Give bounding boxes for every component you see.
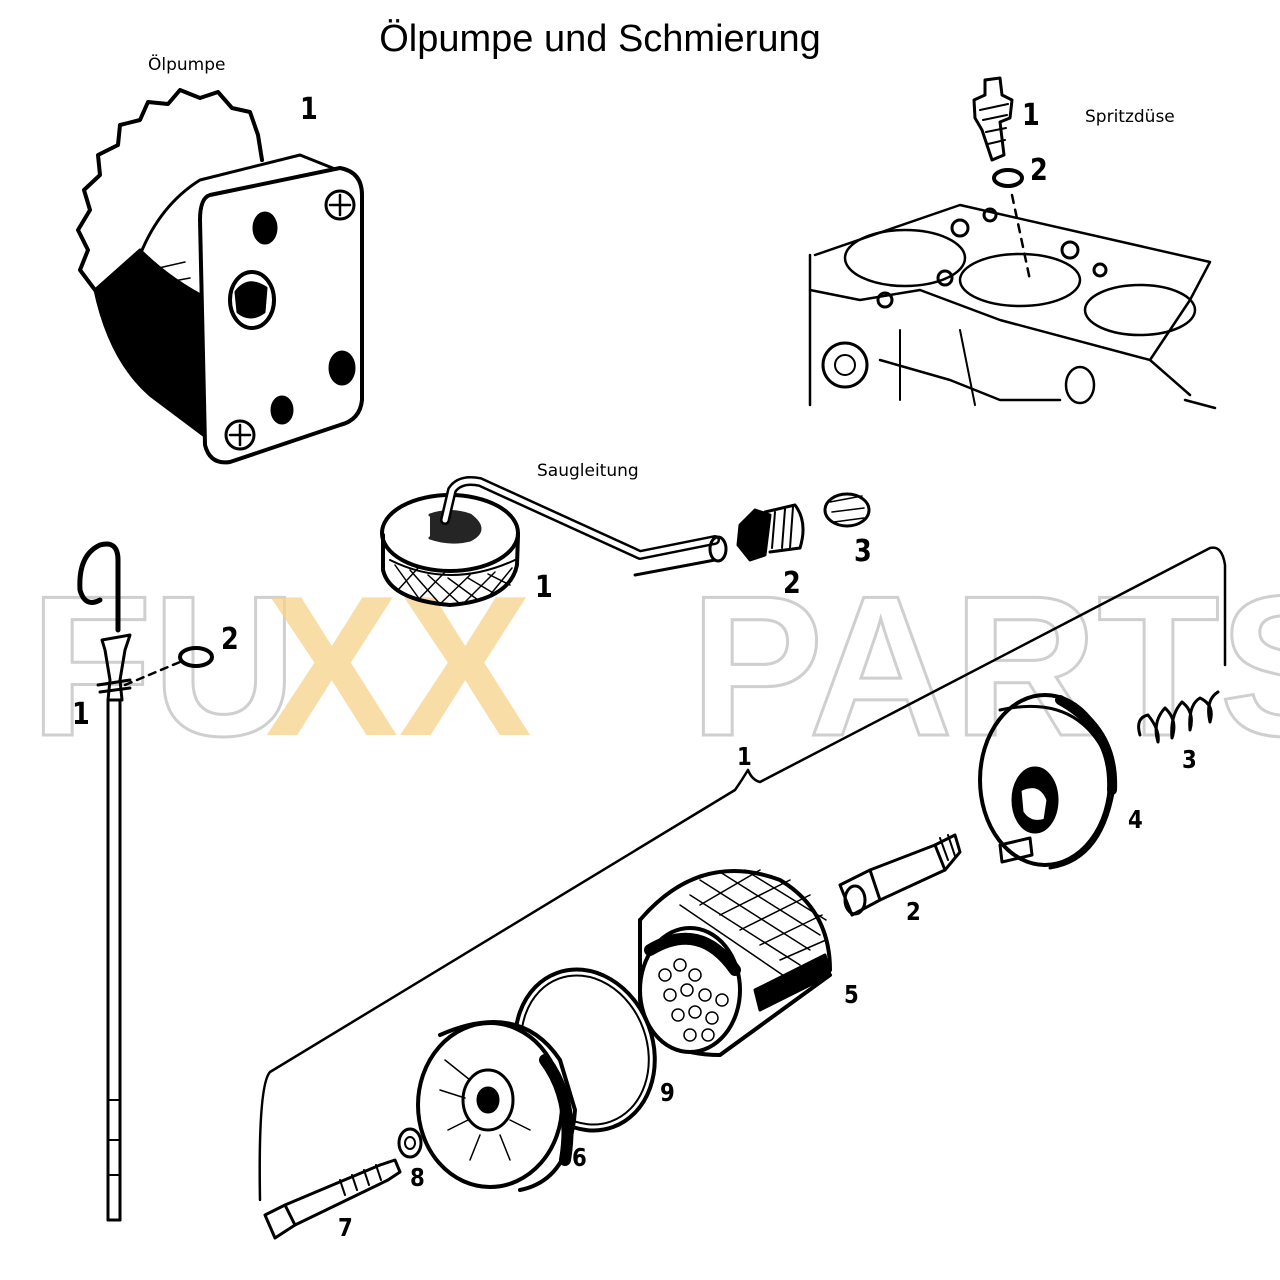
oil-pump-illustration xyxy=(76,88,364,465)
page-title: Ölpumpe und Schmierung xyxy=(379,18,821,60)
callout-oil-filter-7: 7 xyxy=(338,1213,353,1242)
callout-oil-filter-5: 5 xyxy=(844,980,859,1009)
callout-spray-nozzle-2: 2 xyxy=(1030,153,1048,188)
callout-suction-line-3: 3 xyxy=(854,534,872,569)
label-suction-line: Saugleitung xyxy=(537,461,639,481)
callout-suction-line-2: 2 xyxy=(783,566,801,601)
callout-oil-filter-4: 4 xyxy=(1128,805,1143,834)
callout-oil-filter-6: 6 xyxy=(572,1143,587,1172)
callout-dipstick-2: 2 xyxy=(221,622,239,657)
label-oil-pump: Ölpumpe xyxy=(148,55,226,75)
callout-spray-nozzle-1: 1 xyxy=(1022,98,1040,133)
watermark-text-fu: FU xyxy=(30,555,297,778)
spray-nozzle-illustration xyxy=(808,76,1217,410)
callout-oil-filter-2: 2 xyxy=(906,897,921,926)
callout-oil-filter-3: 3 xyxy=(1182,745,1197,774)
suction-line-illustration xyxy=(380,476,871,607)
callout-suction-line-1: 1 xyxy=(535,570,553,605)
callout-oil-filter-1: 1 xyxy=(737,742,752,771)
dipstick-illustration xyxy=(77,541,214,1222)
label-spray-nozzle: Spritzdüse xyxy=(1085,107,1175,127)
callout-oil-filter-9: 9 xyxy=(660,1078,675,1107)
callout-dipstick-1: 1 xyxy=(72,697,90,732)
callout-oil-pump-1: 1 xyxy=(300,92,318,127)
oil-filter-illustration xyxy=(258,546,1227,1240)
callout-oil-filter-8: 8 xyxy=(410,1163,425,1192)
